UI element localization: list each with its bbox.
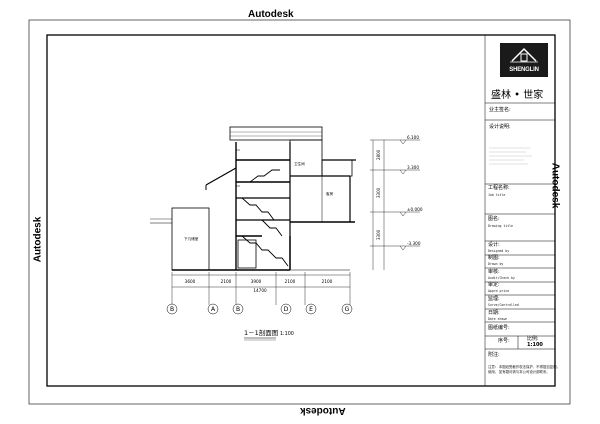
- room-label-basement: 下凡储室: [184, 236, 199, 241]
- dim-3: 3900: [251, 279, 262, 284]
- field-project-name-sub: Job title: [488, 193, 506, 197]
- dim-4: 2100: [285, 279, 296, 284]
- field-drawing-name-sub: Drawing title: [488, 224, 513, 228]
- field-checker-sub: Audit/Check by: [488, 276, 515, 280]
- field-approver: 审定:: [488, 282, 500, 288]
- dimension-text: 3600 2100 3900 2100 2100 14700: [185, 279, 333, 293]
- grid-axis-labels: B A B D E G: [170, 306, 350, 313]
- axis-label-6: G: [345, 306, 350, 313]
- elev-4: -3.300: [407, 241, 421, 246]
- design-notes-lines: [489, 147, 532, 165]
- field-supervisor: 监理:: [488, 296, 500, 302]
- company-logo: SHENGLIN: [500, 43, 548, 77]
- autodesk-watermark-top: Autodesk: [248, 9, 294, 20]
- room-label-middle: 客房: [326, 191, 334, 196]
- field-designer-sub: Designed by: [488, 249, 510, 253]
- field-date-sub: Date drawn: [488, 317, 508, 321]
- drawing-title: 1－1剖面图: [244, 328, 278, 337]
- field-scale-value: 1:100: [527, 342, 543, 348]
- dim-2: 2100: [221, 279, 232, 284]
- axis-label-5: E: [309, 306, 313, 313]
- field-designer: 设计:: [488, 242, 500, 248]
- field-approver-sub: Apprd price: [488, 289, 510, 293]
- elevation-labels: 6.100 3.300 ±0.000 -3.300: [407, 135, 423, 246]
- outer-frame: [28, 19, 571, 405]
- dim-1: 3600: [185, 279, 196, 284]
- field-checker: 审核:: [488, 269, 500, 275]
- field-date: 日期:: [488, 310, 500, 316]
- field-drawing-name: 图名:: [488, 216, 500, 222]
- inner-frame: [46, 34, 556, 387]
- building-section: [150, 126, 356, 271]
- floor-h-2: 3300: [376, 187, 381, 198]
- field-drawing-number: 图纸编号:: [488, 325, 510, 331]
- floor-height-labels: 2800 3300 3300: [376, 149, 381, 240]
- axis-label-3: B: [236, 306, 240, 313]
- dim-5: 2100: [322, 279, 333, 284]
- notes-line-2: 使用, 如有疑问请与本公司设计部联系。: [488, 370, 550, 374]
- field-scale-label: 比例:: [527, 336, 539, 342]
- floor-h-3: 3300: [376, 229, 381, 240]
- elevation-marks: [370, 139, 420, 270]
- room-label-upper: 卫生间: [294, 161, 305, 166]
- logo-house-icon: [510, 47, 538, 63]
- dimension-lines: [171, 272, 351, 305]
- axis-label-4: D: [284, 306, 289, 313]
- dim-total: 14700: [253, 288, 267, 293]
- company-logo-text: SHENGLIN: [509, 67, 539, 73]
- field-sequence: 序号:: [498, 338, 510, 344]
- floor-h-1: 2800: [376, 149, 381, 160]
- field-drafter: 制图:: [488, 255, 500, 261]
- drawing-scale: 1:100: [280, 331, 294, 337]
- elev-3: ±0.000: [407, 207, 423, 212]
- field-notes: 附注:: [488, 352, 500, 358]
- field-drafter-sub: Drawn by: [488, 262, 504, 266]
- field-design-notes: 设计说明:: [489, 124, 511, 130]
- axis-label-1: B: [170, 306, 174, 313]
- field-supervisor-sub: Surve/Controlled: [488, 303, 519, 307]
- notes-line-1: 注意: 本图纸受著作权法保护，不得擅自复制,: [488, 365, 559, 369]
- field-project-name: 工程名称:: [488, 185, 510, 191]
- elev-1: 6.100: [407, 135, 419, 140]
- field-owner-signature: 业主签名:: [489, 107, 511, 113]
- grid-axes: [166, 303, 353, 315]
- title-block-lines: [484, 35, 555, 386]
- company-name: 盛林 • 世家: [491, 90, 544, 101]
- axis-label-2: A: [211, 306, 216, 313]
- elev-2: 3.300: [407, 165, 419, 170]
